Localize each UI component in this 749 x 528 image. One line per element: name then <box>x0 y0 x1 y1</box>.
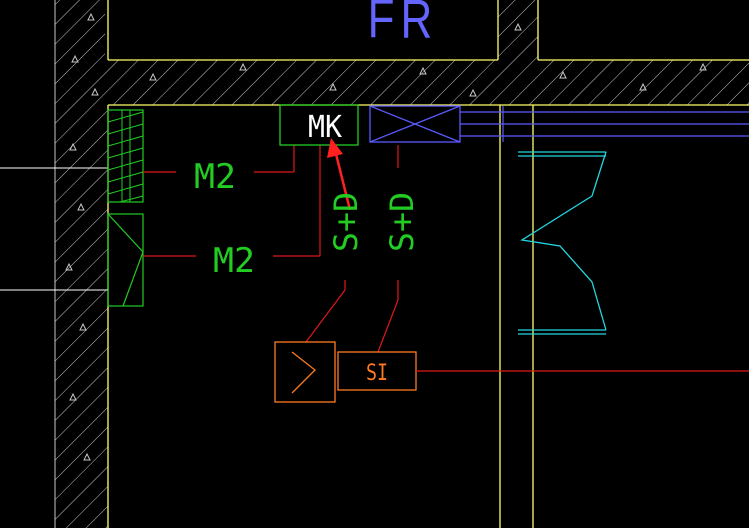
damper-x-icon <box>369 105 461 143</box>
wall-hatch <box>55 0 749 528</box>
zigzag-symbol-icon <box>274 341 336 403</box>
top-wall-hatch <box>55 60 749 528</box>
m2-bottom-group: M2 <box>143 145 321 281</box>
cyan-opening <box>518 151 607 335</box>
red-pointer-arrow-icon <box>327 138 352 211</box>
sd-leaders <box>305 145 399 353</box>
si-box-label: SI <box>366 361 388 386</box>
si-box: SI <box>337 351 417 391</box>
m2-top-label: M2 <box>194 157 236 197</box>
left-wall-upper-hatch <box>55 0 105 60</box>
wall-triangles <box>65 12 707 461</box>
green-panel-top <box>107 109 144 203</box>
mk-box-label: MK <box>308 110 342 145</box>
sd-right-label: S+D <box>383 192 421 252</box>
blue-duct-lines <box>460 106 749 142</box>
m2-top-group: M2 <box>143 145 295 197</box>
m2-bottom-label: M2 <box>213 241 255 281</box>
room-label: FR <box>368 0 439 50</box>
green-panel-bottom <box>107 213 144 307</box>
sd-left-label: S+D <box>327 192 365 252</box>
mk-box: MK <box>279 104 359 146</box>
